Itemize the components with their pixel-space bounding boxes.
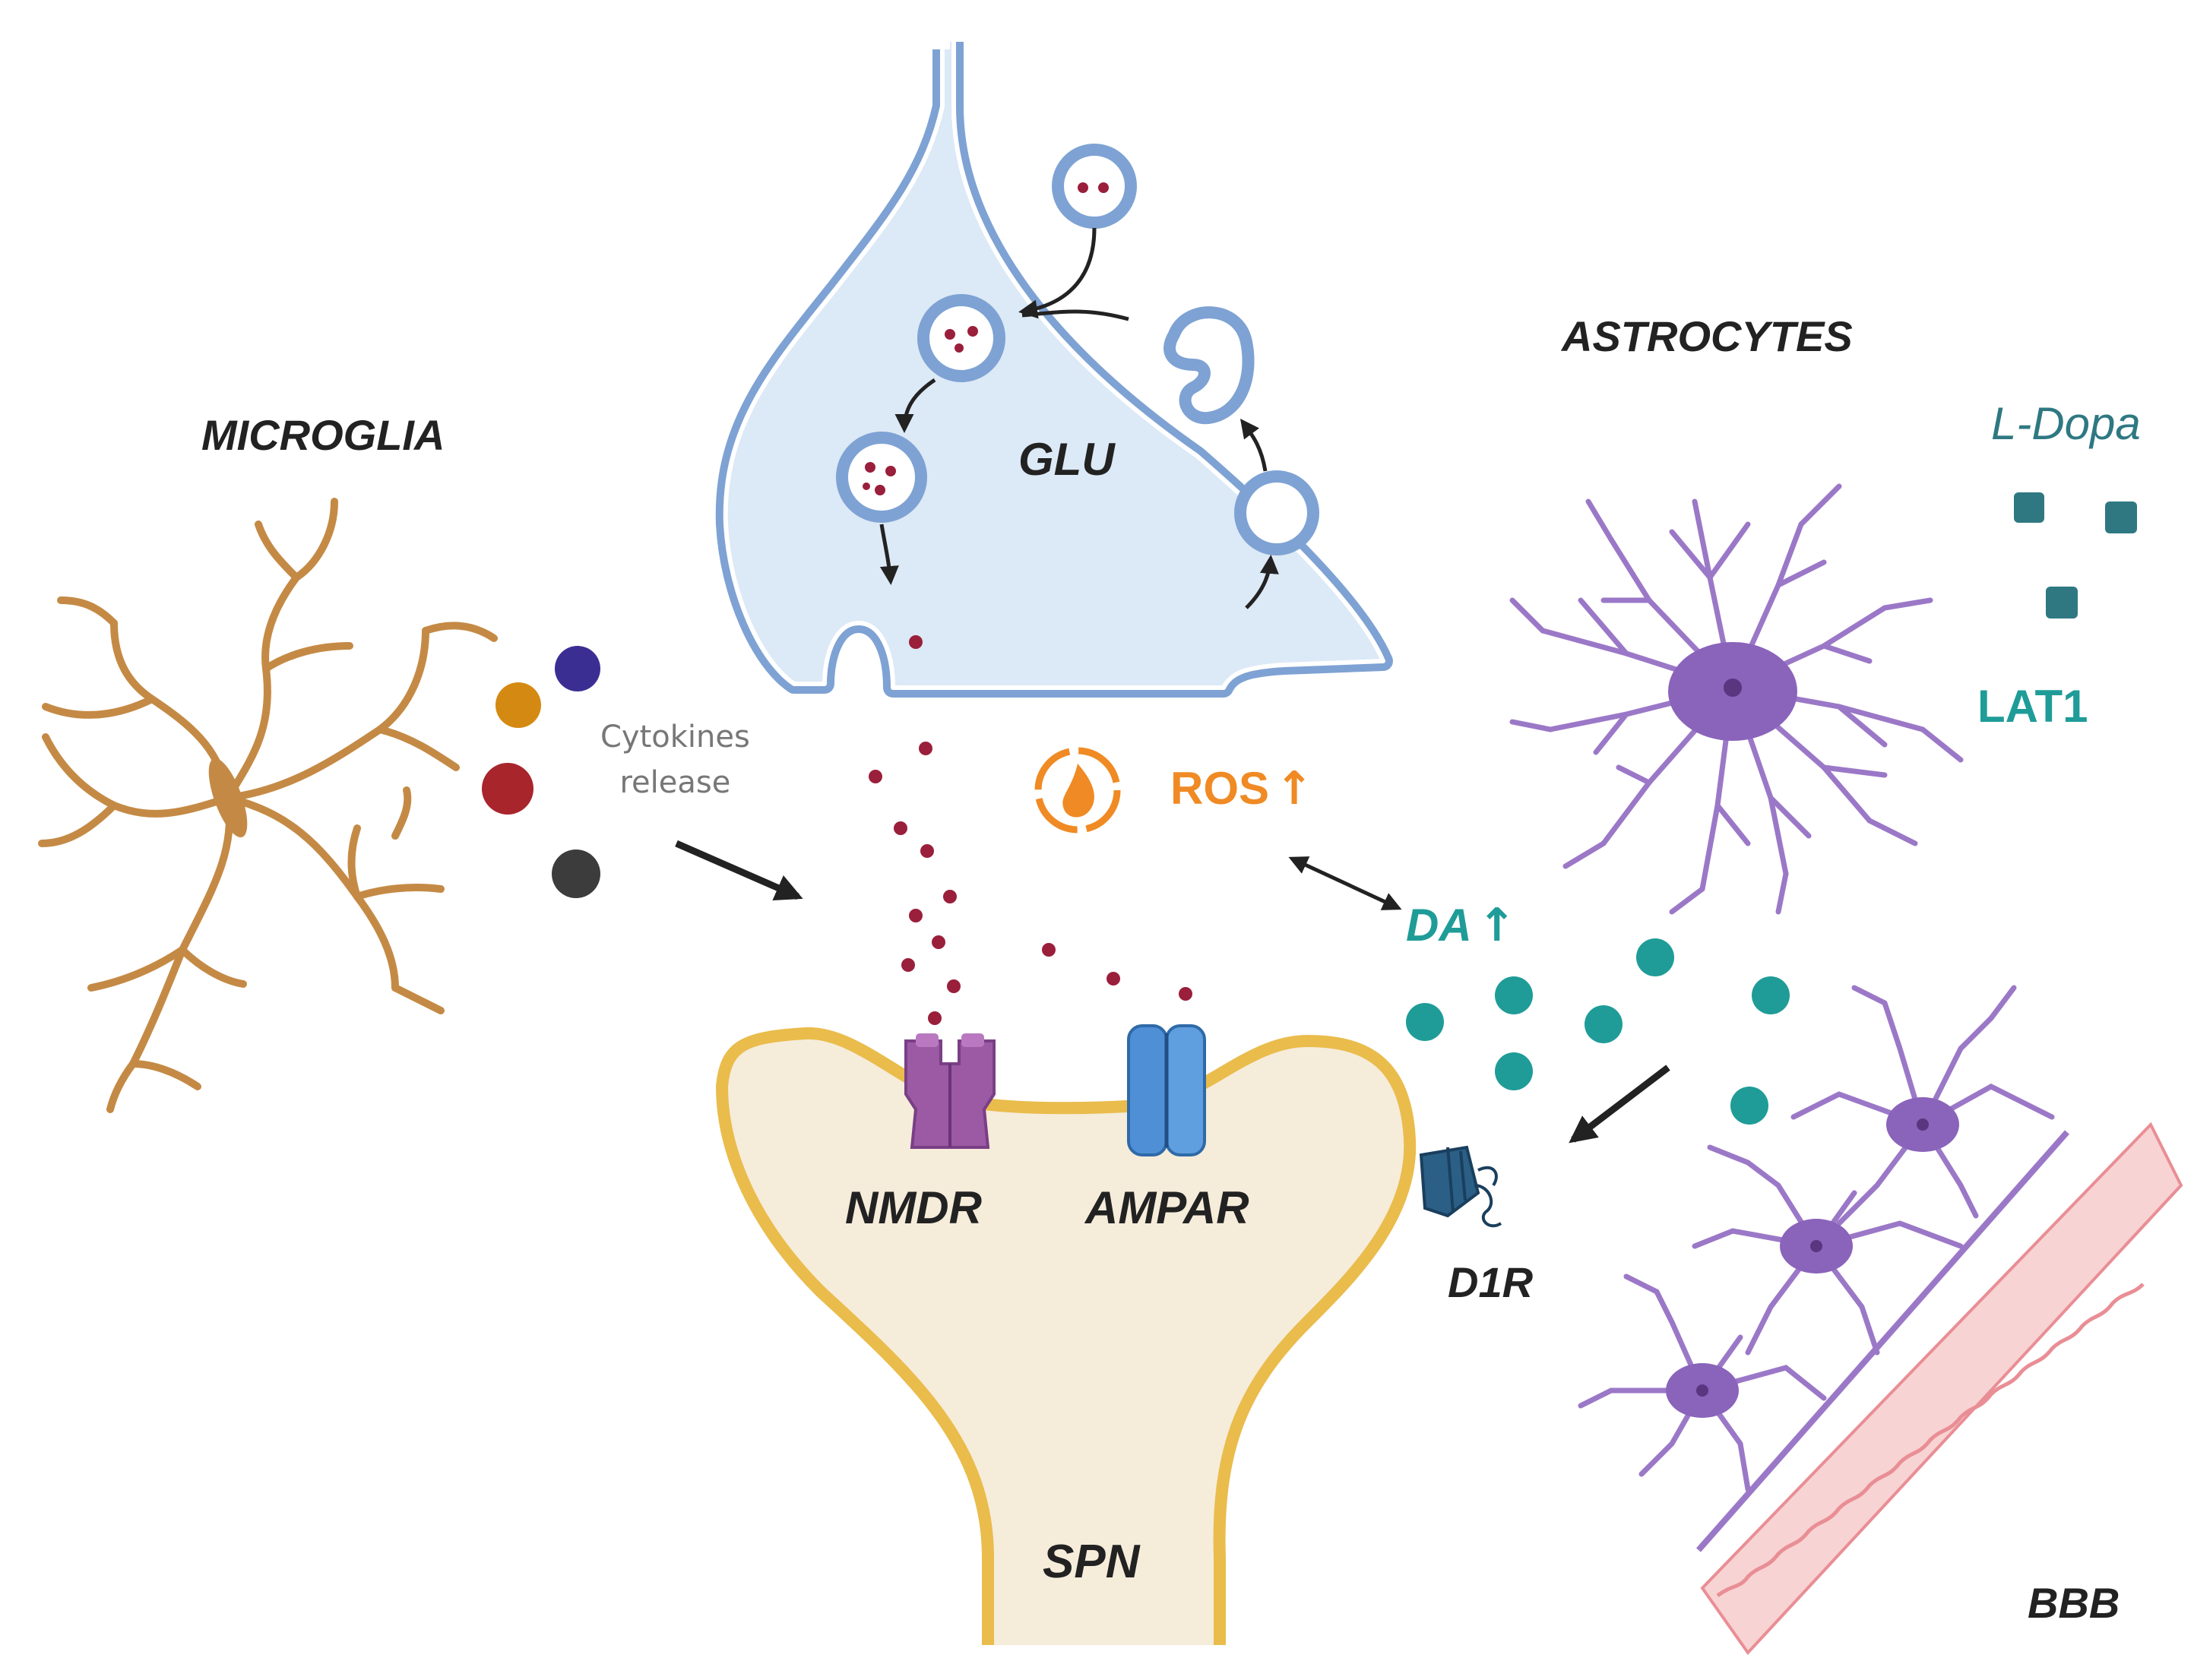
cytokines-label-line2: release — [619, 765, 731, 800]
glutamate-particle — [1179, 987, 1192, 1001]
glutamate-particle — [947, 979, 961, 993]
ldopa-label: L-Dopa — [1991, 398, 2141, 449]
glutamate-particles — [869, 635, 1192, 1025]
glutamate-particle — [928, 1011, 942, 1025]
glutamate-particle — [919, 742, 932, 755]
synaptic-vesicle — [917, 294, 1005, 382]
dopamine-arrow — [1569, 1065, 1670, 1144]
cytokine-red — [482, 763, 533, 815]
glutamate-particle — [869, 770, 882, 783]
cytokines — [482, 646, 600, 898]
ros-increase-arrow: ↑ — [1275, 762, 1314, 815]
glutamate-particle — [909, 909, 923, 922]
glutamate-particle — [1106, 972, 1120, 986]
microglia-soma — [208, 758, 248, 838]
cytokine-orange — [495, 682, 541, 728]
bbb-label: BBB — [2028, 1579, 2120, 1627]
cytokines-label-line1: Cytokines — [600, 720, 750, 755]
recycling-vesicle — [1234, 470, 1319, 555]
dopamine-particle — [1495, 1052, 1533, 1090]
d1r-label: D1R — [1448, 1258, 1534, 1306]
glutamate-particle — [920, 844, 934, 858]
ros-text: ROS — [1170, 763, 1270, 814]
cytokine-purple — [555, 646, 600, 691]
ampar-label: AMPAR — [1085, 1182, 1249, 1233]
lat1-label: LAT1 — [1977, 681, 2088, 732]
dopamine-particle — [1585, 1005, 1623, 1043]
glutamate-particle — [901, 958, 915, 972]
dopamine-particle — [1752, 976, 1790, 1014]
dopamine-particle — [1636, 938, 1674, 976]
cytokines-release-label: Cytokines release — [600, 714, 750, 805]
nmda-receptor — [904, 1033, 996, 1149]
glutamate-particle — [1042, 943, 1056, 957]
da-increase-arrow: ↑ — [1477, 899, 1516, 952]
synaptic-vesicle — [836, 432, 927, 523]
ldopa-molecules — [2014, 492, 2137, 619]
ampa-receptor — [1127, 1024, 1206, 1156]
bbb-astrocyte-somas — [1666, 1097, 1959, 1418]
astrocytes-label: ASTROCYTES — [1562, 312, 1853, 360]
glu-label: GLU — [1018, 434, 1115, 485]
dopamine-particle — [1495, 976, 1533, 1014]
cytokine-arrow — [675, 840, 803, 900]
cytokine-gray — [552, 849, 600, 898]
synaptic-vesicle — [1052, 144, 1137, 229]
ldopa-molecule — [2014, 492, 2044, 523]
glutamate-particle — [932, 935, 945, 949]
glutamate-particle — [943, 890, 957, 903]
postsynaptic-neuron — [716, 1027, 1417, 1645]
vesicle-cycle-arrows — [879, 227, 1279, 609]
endocytic-vesicle — [1163, 306, 1255, 425]
spn-label: SPN — [1043, 1536, 1140, 1588]
ros-icon — [1034, 747, 1121, 834]
dopamine-particles — [1406, 938, 1790, 1125]
ros-da-arrow — [1288, 856, 1402, 910]
d1-receptor — [1419, 1145, 1502, 1228]
dopamine-particle — [1730, 1087, 1768, 1125]
ros-label: ROS↑ — [1170, 766, 1313, 812]
microglia-cell — [38, 498, 498, 1113]
nmdr-label: NMDR — [845, 1182, 982, 1233]
glutamate-particle — [894, 821, 907, 835]
glutamate-particle — [909, 635, 923, 649]
blood-vessel — [1695, 1122, 2183, 1656]
da-text: DA — [1406, 900, 1472, 951]
da-label: DA↑ — [1406, 900, 1516, 951]
ldopa-molecule — [2046, 587, 2078, 619]
dopamine-particle — [1406, 1003, 1444, 1041]
ldopa-molecule — [2105, 501, 2137, 533]
microglia-label: MICROGLIA — [201, 411, 445, 459]
presynaptic-terminal — [715, 42, 1393, 698]
